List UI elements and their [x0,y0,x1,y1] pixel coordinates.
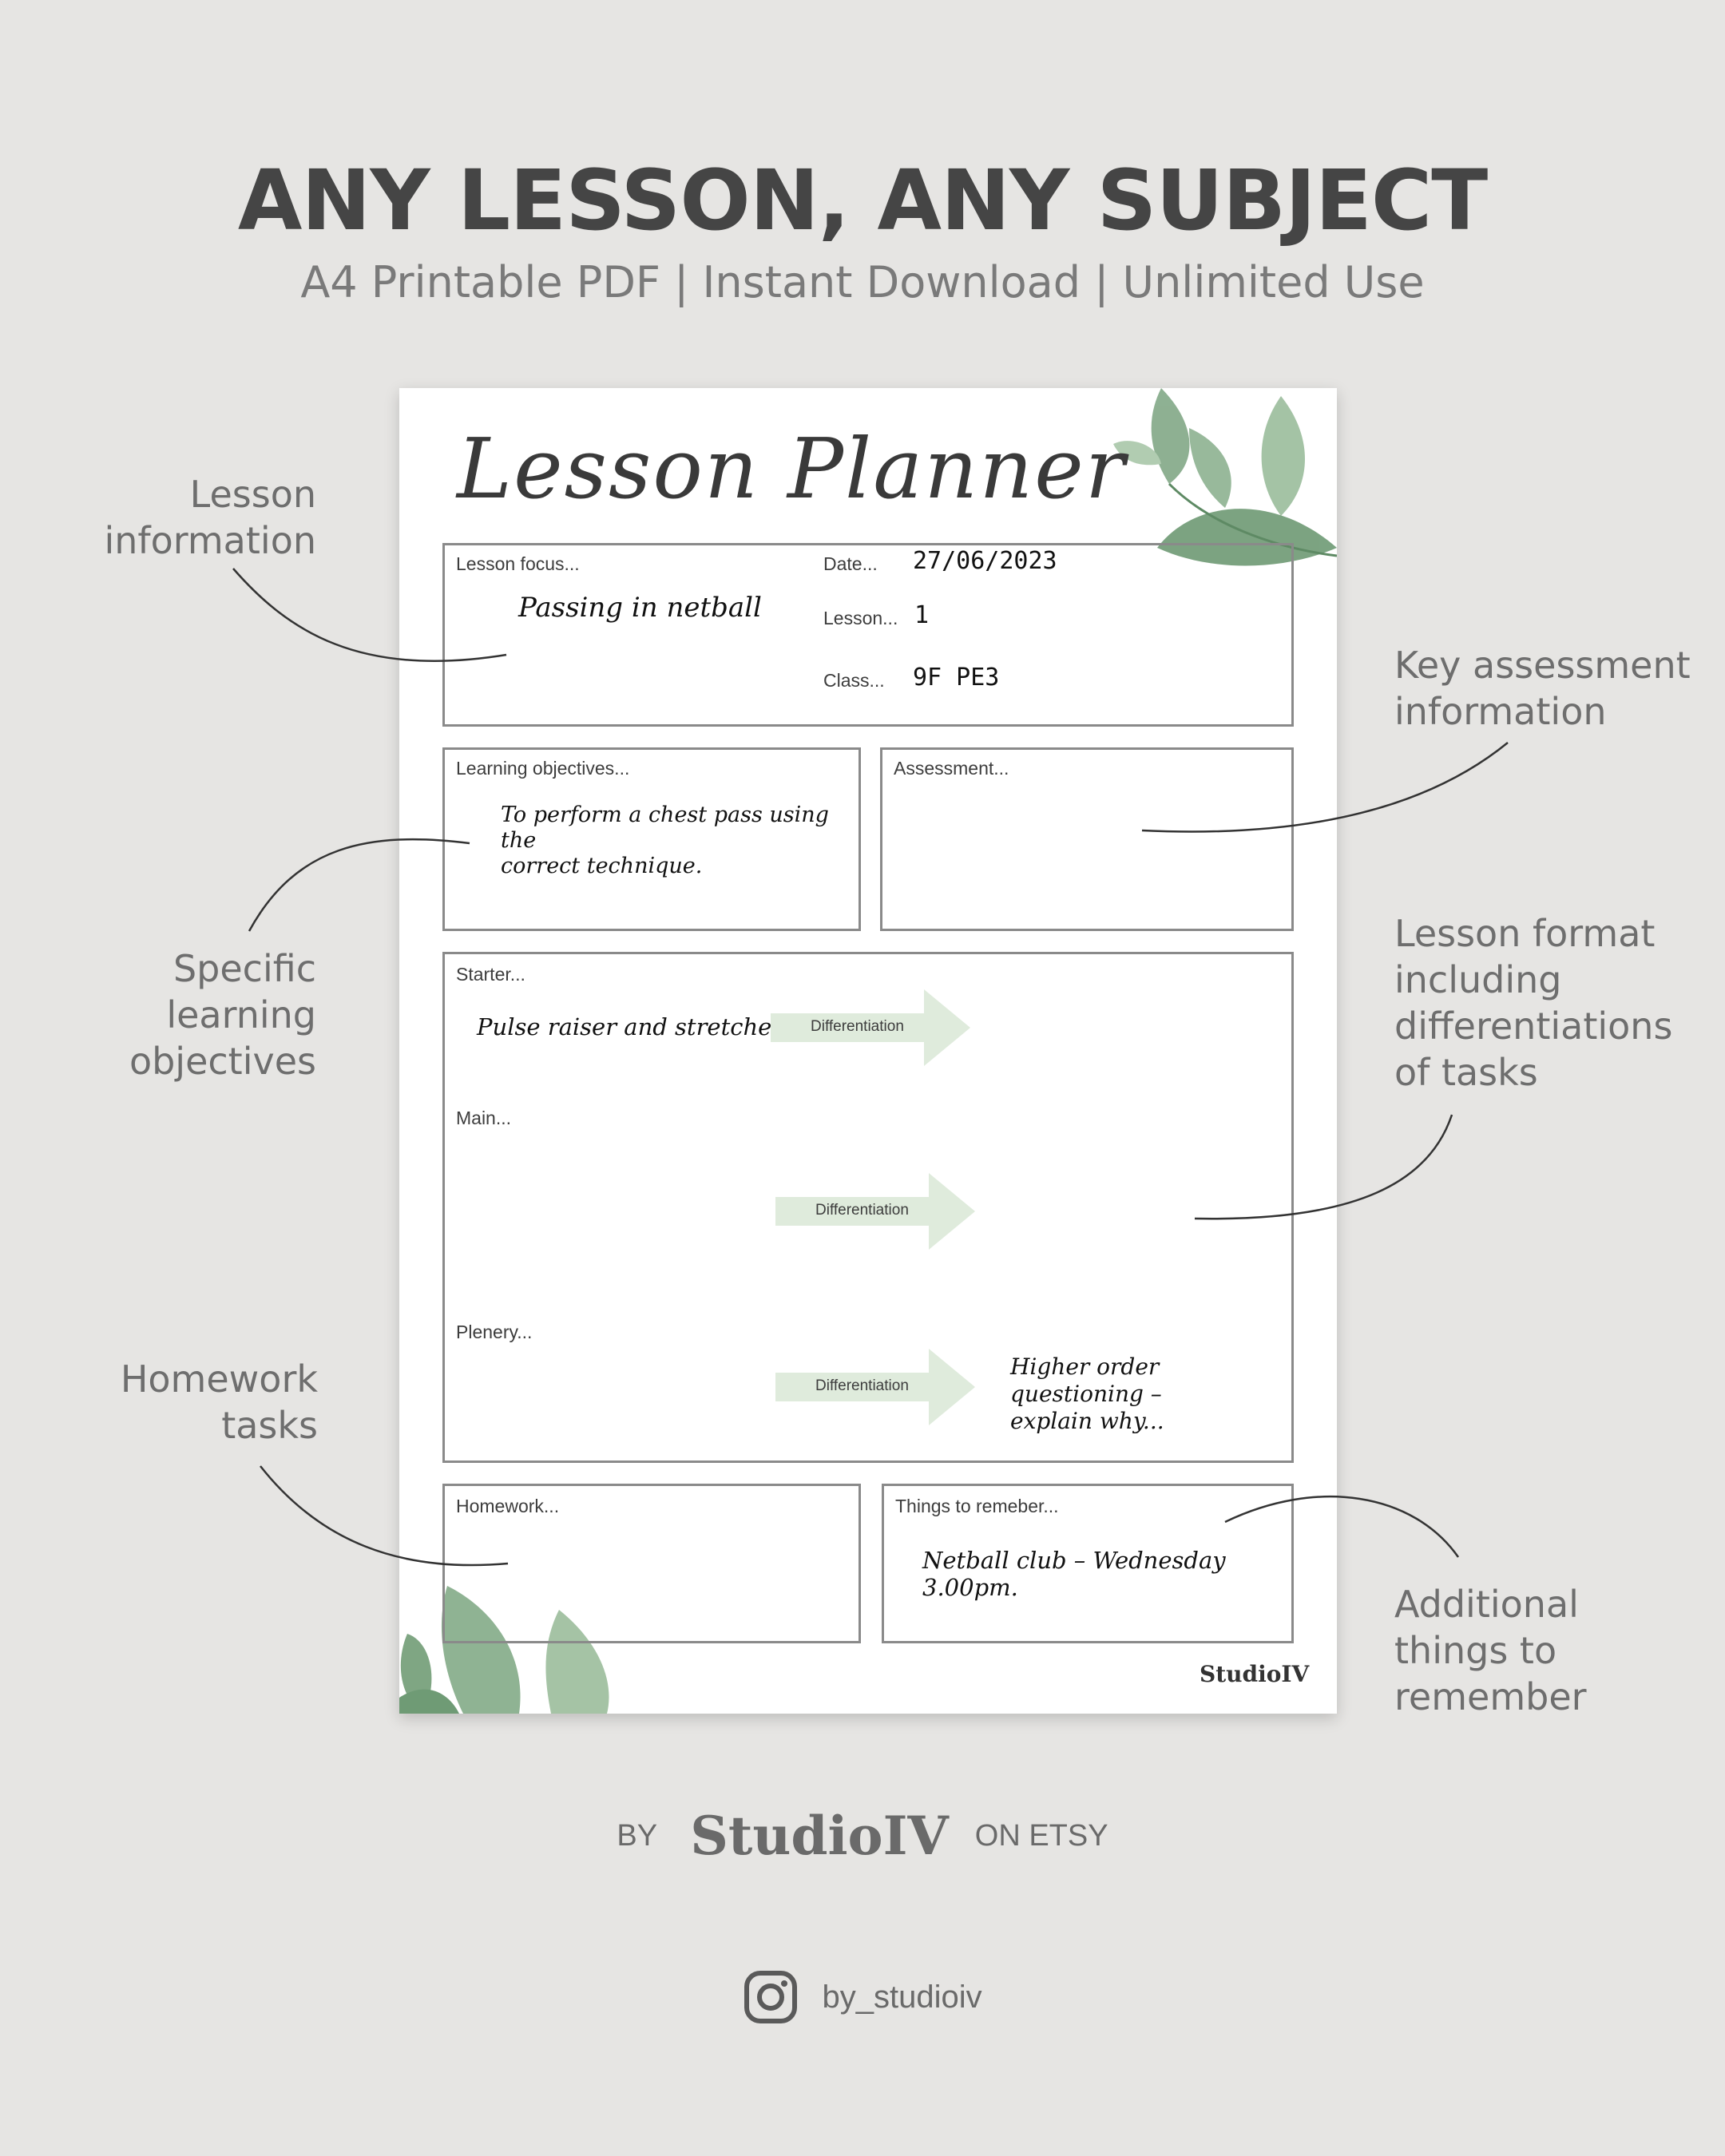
by-text: BY [617,1818,658,1853]
callout-lesson-information: Lesson information [104,473,317,562]
lesson-number-label: Lesson... [823,608,898,628]
starter-value[interactable]: Pulse raiser and stretches. [477,1013,791,1040]
on-etsy-text: ON ETSY [974,1818,1108,1853]
lesson-format-box: Starter... Pulse raiser and stretches. D… [442,952,1294,1463]
homework-label: Homework... [456,1496,560,1516]
brand-logo: StudioIV [690,1805,949,1867]
learning-objectives-label: Learning objectives... [456,758,630,779]
things-to-remember-box: Things to remeber... Netball club – Wedn… [882,1484,1294,1643]
lesson-focus-label: Lesson focus... [456,553,580,574]
lesson-number-value[interactable]: 1 [914,601,930,629]
differentiation-arrow-plenary: Differentiation [775,1349,975,1429]
lesson-planner-sheet: Lesson Planner Lesson focus... Passing i… [399,388,1337,1714]
callout-homework-tasks: Homework tasks [120,1357,318,1447]
learning-objectives-box: Learning objectives... To perform a ches… [442,747,861,931]
plenary-value[interactable]: Higher order questioning – explain why..… [1010,1353,1164,1434]
lesson-info-box: Lesson focus... Passing in netball Date.… [442,543,1294,727]
class-label: Class... [823,670,885,691]
starter-label: Starter... [456,964,525,985]
brand-footer: BY StudioIV ON ETSY [0,1805,1725,1867]
homework-box: Homework... [442,1484,861,1643]
things-to-remember-value[interactable]: Netball club – Wednesday 3.00pm. [922,1547,1226,1601]
brand-mark-small: StudioIV [1200,1661,1310,1687]
class-value[interactable]: 9F PE3 [913,664,1000,692]
callout-specific-objectives: Specific learning objectives [129,947,316,1083]
things-to-remember-label: Things to remeber... [895,1496,1059,1516]
arrow-right-icon [775,1173,975,1250]
instagram-handle[interactable]: by_studioiv [822,1979,982,2015]
callout-additional: Additional things to remember [1394,1583,1587,1718]
page-subtitle: A4 Printable PDF | Instant Download | Un… [300,257,1425,307]
page-title: ANY LESSON, ANY SUBJECT [237,152,1488,249]
assessment-box: Assessment... [880,747,1294,931]
learning-objectives-value[interactable]: To perform a chest pass using the correc… [501,803,829,878]
assessment-label: Assessment... [894,758,1009,779]
differentiation-arrow-starter: Differentiation [771,989,970,1069]
date-value[interactable]: 27/06/2023 [913,547,1057,575]
plenary-label: Plenery... [456,1322,533,1342]
lesson-focus-value[interactable]: Passing in netball [518,592,762,624]
leaf-decoration-bottom [399,1586,609,1714]
callout-key-assessment: Key assessment information [1394,644,1691,733]
callout-lesson-format: Lesson format including differentiations… [1394,912,1673,1094]
instagram-row[interactable]: by_studioiv [0,1969,1725,2025]
date-label: Date... [823,553,878,574]
instagram-icon[interactable] [743,1969,799,2025]
differentiation-arrow-main: Differentiation [775,1173,975,1253]
arrow-right-icon [775,1349,975,1425]
arrow-right-icon [771,989,970,1066]
main-label: Main... [456,1108,512,1128]
planner-title: Lesson Planner [457,420,1127,517]
